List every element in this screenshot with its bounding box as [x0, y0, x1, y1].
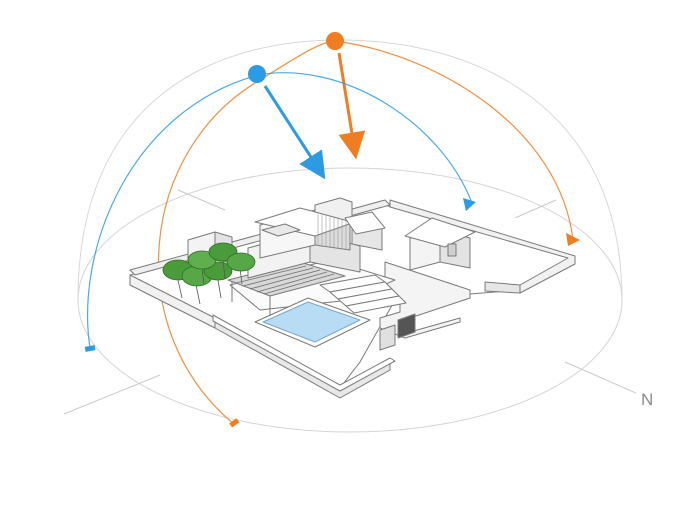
roof-pergola: [261, 223, 301, 237]
house-cladding: [317, 214, 347, 250]
summer-sunrise-marker: [229, 418, 240, 428]
pergola-slats: [235, 265, 335, 295]
tree: [226, 252, 256, 285]
compass-axes: [63, 189, 637, 415]
winter-arrow-icon: [463, 198, 476, 211]
winter-sun-path: [84, 65, 476, 352]
site-model: [129, 197, 576, 399]
summer-sun-ray: [337, 52, 366, 160]
gate-wall: [379, 324, 396, 351]
axis-sw: [63, 374, 161, 415]
winter-sun-icon: [248, 65, 266, 83]
winter-sunrise-marker: [84, 345, 96, 352]
guest-house: [404, 217, 476, 271]
guest-house-roof: [404, 217, 476, 248]
axis-se: [564, 361, 637, 394]
main-house: [247, 197, 386, 279]
north-label: N: [641, 390, 653, 409]
house-annex-front: [314, 197, 353, 223]
winter-arc: [87, 72, 473, 349]
axis-nw: [177, 189, 226, 211]
south-wall-top: [212, 314, 396, 392]
summer-sun-icon: [326, 32, 344, 50]
east-wall-front: [484, 281, 521, 294]
tree-group: [162, 242, 256, 305]
guest-house-window: [447, 243, 457, 257]
pool: [262, 301, 361, 343]
tree: [187, 250, 217, 285]
house-annex-roof: [344, 211, 386, 235]
gate: [397, 313, 416, 339]
winter-sun-ray: [263, 85, 326, 180]
summer-arrow-icon: [566, 233, 580, 246]
stairs: [319, 274, 407, 314]
axis-ne: [514, 199, 557, 219]
